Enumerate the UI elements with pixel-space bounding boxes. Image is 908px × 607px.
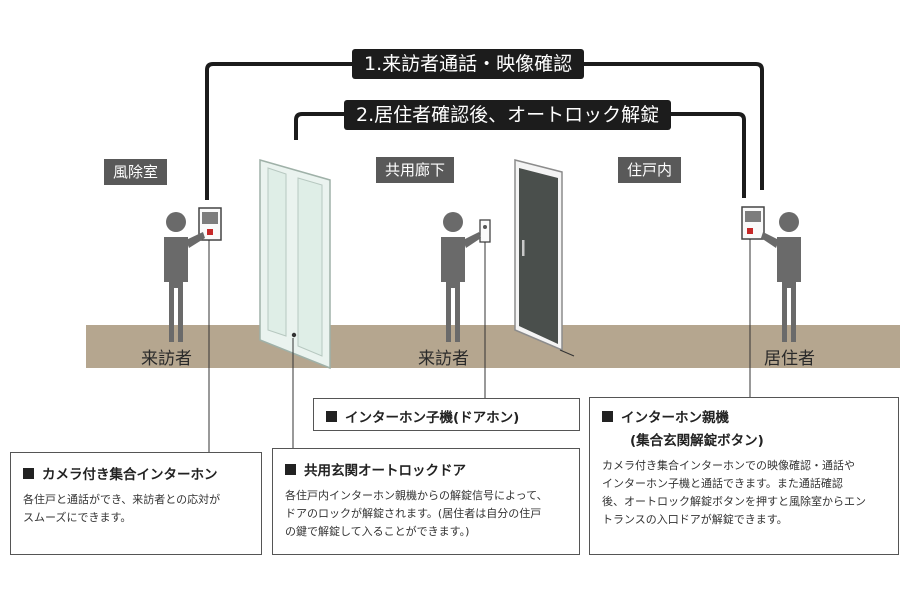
door-phone-icon: [479, 219, 491, 243]
zone-tag-corridor: 共用廊下: [376, 157, 455, 183]
callout-camera-intercom-text: 各住戸と通話ができ、来訪者との応対が スムーズにできます。: [23, 493, 221, 524]
zone-tag-dwelling: 住戸内: [618, 157, 682, 183]
visitor-figure-2: [441, 212, 481, 342]
flow-banner-1: 1.来訪者通話・映像確認: [352, 49, 585, 79]
dwelling-door-icon: [514, 159, 575, 357]
resident-label: 居住者: [764, 349, 815, 369]
callout-camera-intercom: カメラ付き集合インターホン 各住戸と通話ができ、来訪者との応対が スムーズにでき…: [10, 452, 262, 555]
flow-banner-2: 2.居住者確認後、オートロック解錠: [344, 100, 672, 130]
master-unit-icon: [741, 206, 765, 240]
zone-tag-vestibule: 風除室: [104, 159, 168, 185]
visitor-label-2: 来訪者: [418, 349, 469, 369]
callout-door-phone: インターホン子機(ドアホン): [313, 398, 580, 431]
callout-master-unit-title: インターホン親機: [602, 406, 886, 426]
camera-intercom-icon: [198, 207, 222, 241]
callout-master-unit: インターホン親機 (集合玄関解錠ボタン) カメラ付き集合インターホンでの映像確認…: [589, 397, 899, 555]
callout-entrance-door-text: 各住戸内インターホン親機からの解錠信号によって、 ドアのロックが解錠されます。(…: [285, 489, 548, 538]
callout-master-unit-text: カメラ付き集合インターホンでの映像確認・通話や インターホン子機と通話できます。…: [602, 459, 866, 526]
callout-door-phone-title: インターホン子機(ドアホン): [326, 406, 567, 426]
floor-band: [86, 325, 900, 368]
visitor-figure-1: [164, 212, 205, 342]
visitor-label-1: 来訪者: [141, 349, 192, 369]
callout-entrance-door: 共用玄関オートロックドア 各住戸内インターホン親機からの解錠信号によって、 ドア…: [272, 448, 580, 555]
callout-master-unit-subtitle: (集合玄関解錠ボタン): [630, 433, 764, 449]
resident-figure: [761, 212, 801, 342]
callout-entrance-door-title: 共用玄関オートロックドア: [285, 459, 567, 479]
glass-door-icon: [259, 159, 331, 370]
callout-camera-intercom-title: カメラ付き集合インターホン: [23, 463, 249, 483]
